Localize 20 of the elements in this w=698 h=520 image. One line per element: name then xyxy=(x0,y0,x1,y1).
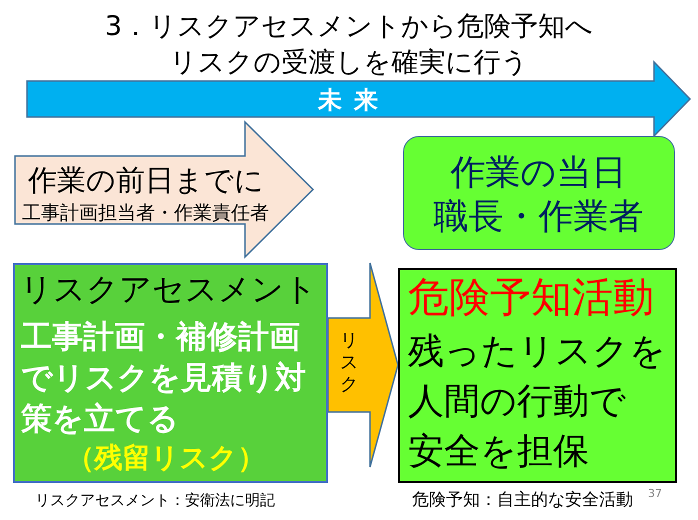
box-body: 残ったリスクを人間の行動で安全を担保 xyxy=(408,330,667,474)
box-body: 工事計画・補修計画でリスクを見積り対策を立てる xyxy=(21,318,307,439)
box-note: （残留リスク） xyxy=(66,440,266,476)
arrow-heading: 作業の前日までに xyxy=(28,163,264,197)
page-number: 37 xyxy=(648,486,662,501)
box-heading: リスクアセスメント xyxy=(20,271,317,307)
box-heading: 危険予知活動 xyxy=(408,273,654,321)
edge-label: リスク xyxy=(340,330,359,396)
box-text: 作業の当日 xyxy=(450,152,626,194)
arrow-subtext: 工事計画担当者・作業責任者 xyxy=(22,202,269,224)
arrow-label: 未 来 xyxy=(318,85,380,115)
node-label: リスクアセスメント：安衛法に明記 xyxy=(35,491,275,510)
slide-title: 3．リスクアセスメントから危険予知へリスクの受渡しを確実に行う xyxy=(104,10,594,80)
block-arrow xyxy=(327,262,399,468)
text-box xyxy=(398,268,677,483)
text-box xyxy=(13,263,328,483)
node-label: 危険予知：自主的な安全活動 xyxy=(412,490,633,511)
arrow-banner xyxy=(15,122,313,257)
rounded-box xyxy=(403,136,675,250)
box-text: 職長・作業者 xyxy=(434,196,644,238)
